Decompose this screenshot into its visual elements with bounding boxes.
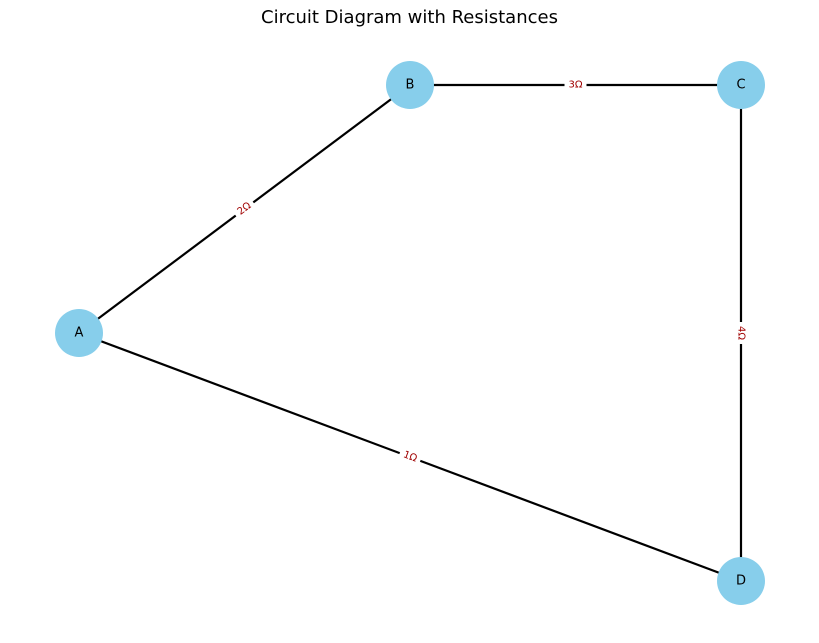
- node-c: C: [717, 61, 765, 109]
- edge-label-c-d: 4Ω: [736, 326, 747, 340]
- node-label-d: D: [736, 574, 746, 589]
- edge-label-background: [735, 322, 747, 344]
- edge-label-group: 3Ω: [564, 79, 587, 91]
- node-circle-a: [55, 309, 103, 357]
- node-circle-d: [717, 557, 765, 605]
- diagram-title: Circuit Diagram with Resistances: [261, 7, 558, 28]
- nodes-layer: A B C D: [55, 61, 765, 605]
- edge-label-b-c: 3Ω: [568, 80, 582, 91]
- node-circle-b: [386, 61, 434, 109]
- edges-layer: 2Ω 3Ω 4Ω 1Ω: [78, 79, 747, 583]
- edge-label-group: 2Ω: [232, 197, 257, 221]
- node-a: A: [55, 309, 103, 357]
- node-b: B: [386, 61, 434, 109]
- node-label-a: A: [75, 326, 84, 341]
- node-label-c: C: [736, 78, 745, 93]
- edge-label-background: [564, 79, 587, 91]
- edge-label-background: [232, 197, 257, 221]
- node-label-b: B: [406, 78, 415, 93]
- node-d: D: [717, 557, 765, 605]
- node-circle-c: [717, 61, 765, 109]
- edge-label-group: 1Ω: [397, 447, 423, 467]
- edge-label-a-d: 1Ω: [402, 449, 419, 464]
- edge-label-group: 4Ω: [735, 322, 747, 344]
- edge-label-background: [397, 447, 423, 467]
